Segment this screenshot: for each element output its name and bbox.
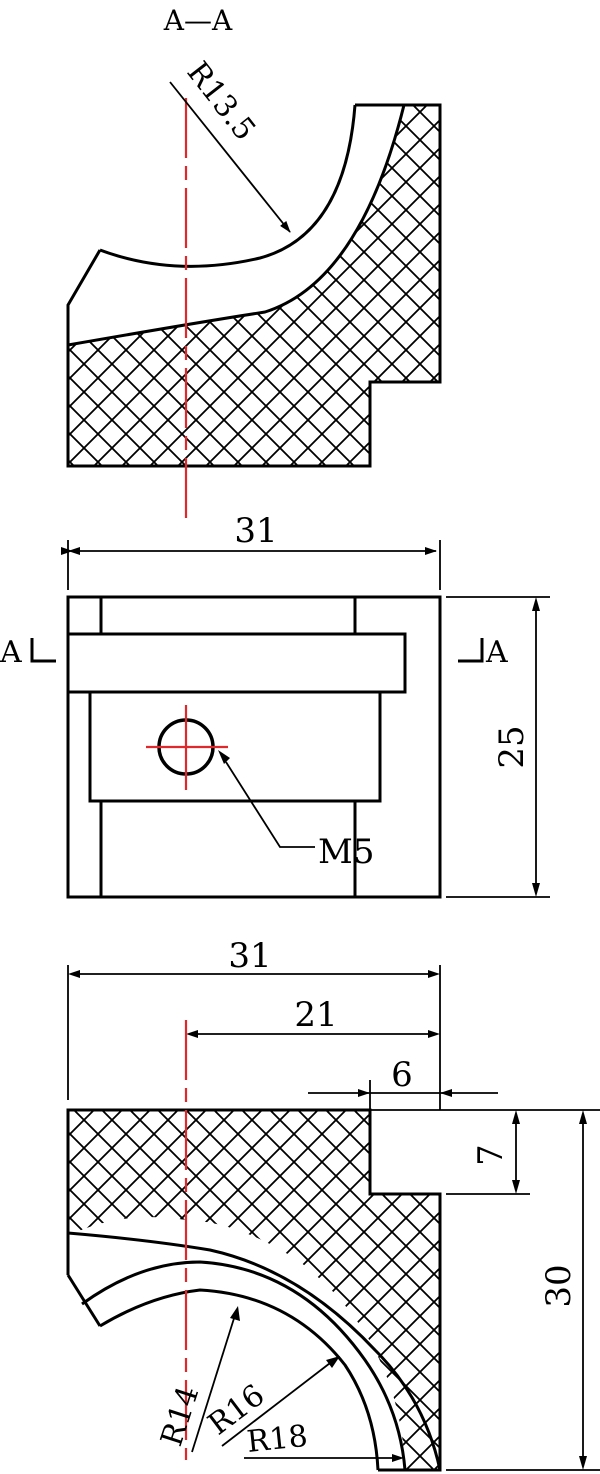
radius-mid-leader [221, 1359, 335, 1447]
bottom-hatched-body [68, 1110, 440, 1470]
bottom-offset-label: 21 [294, 995, 337, 1035]
front-height-arrow-bottom [532, 883, 540, 897]
front-outer-frame [66, 595, 442, 899]
step-height-arrow-top [512, 1110, 520, 1124]
bottom-offset-arrow-left [186, 1030, 198, 1038]
bottom-left-chamfer [66, 1274, 102, 1327]
bottom-outer-curve [67, 1231, 442, 1471]
radius-mid-arrow [326, 1356, 340, 1368]
cut-marker-left-arrow [30, 638, 56, 663]
section-title: A—A [163, 4, 233, 37]
front-width-arrow-left [68, 547, 80, 555]
bottom-height-arrow-bottom [579, 1456, 587, 1470]
front-height-arrow-top [532, 597, 540, 611]
bottom-offset-arrow-right [428, 1030, 440, 1038]
step-height-arrow-bottom [512, 1180, 520, 1194]
step-width-label: 6 [391, 1055, 413, 1095]
thread-leader-arrow [218, 750, 230, 764]
radius-inner-leader [191, 1311, 237, 1453]
bottom-ring-band [68, 1217, 405, 1470]
thread-leader [225, 761, 315, 848]
bottom-middle-arc [81, 1260, 407, 1471]
radius-inner-arrow [230, 1306, 240, 1321]
bottom-width-arrow-left [68, 970, 80, 978]
step-height-label: 7 [471, 1144, 511, 1166]
step-width-arrow-right [440, 1089, 452, 1097]
section-outer-arc [67, 104, 406, 347]
radius-outer-arrow [392, 1454, 404, 1462]
cut-marker-right: A [485, 635, 508, 670]
bottom-height-arrow-top [579, 1110, 587, 1124]
cut-marker-left: A [0, 635, 22, 670]
cut-marker-right-arrow [458, 638, 484, 663]
section-radius-leader [169, 81, 291, 233]
front-height-label: 25 [492, 725, 532, 768]
bottom-width-arrow-right [428, 970, 440, 978]
section-outline [66, 103, 442, 468]
section-radius-label: R13.5 [180, 55, 263, 147]
front-inner-block [88, 690, 382, 803]
step-width-arrow-left [358, 1089, 370, 1097]
radius-inner-label: R14 [154, 1382, 206, 1451]
bottom-width-label: 31 [228, 936, 271, 976]
front-view: 31 M5 A A 25 [0, 511, 550, 899]
thread-label: M5 [318, 832, 374, 872]
front-top-bar [66, 632, 407, 694]
front-width-label: 31 [234, 511, 277, 551]
bottom-inner-arc [99, 1288, 380, 1471]
section-inner-arc [99, 104, 357, 268]
bottom-view: 31 21 6 7 30 [66, 936, 600, 1472]
section-hatched-body [68, 105, 440, 466]
section-view: A—A R13.5 [66, 4, 442, 520]
bottom-height-label: 30 [539, 1264, 579, 1307]
radius-outer-label: R18 [245, 1419, 309, 1460]
